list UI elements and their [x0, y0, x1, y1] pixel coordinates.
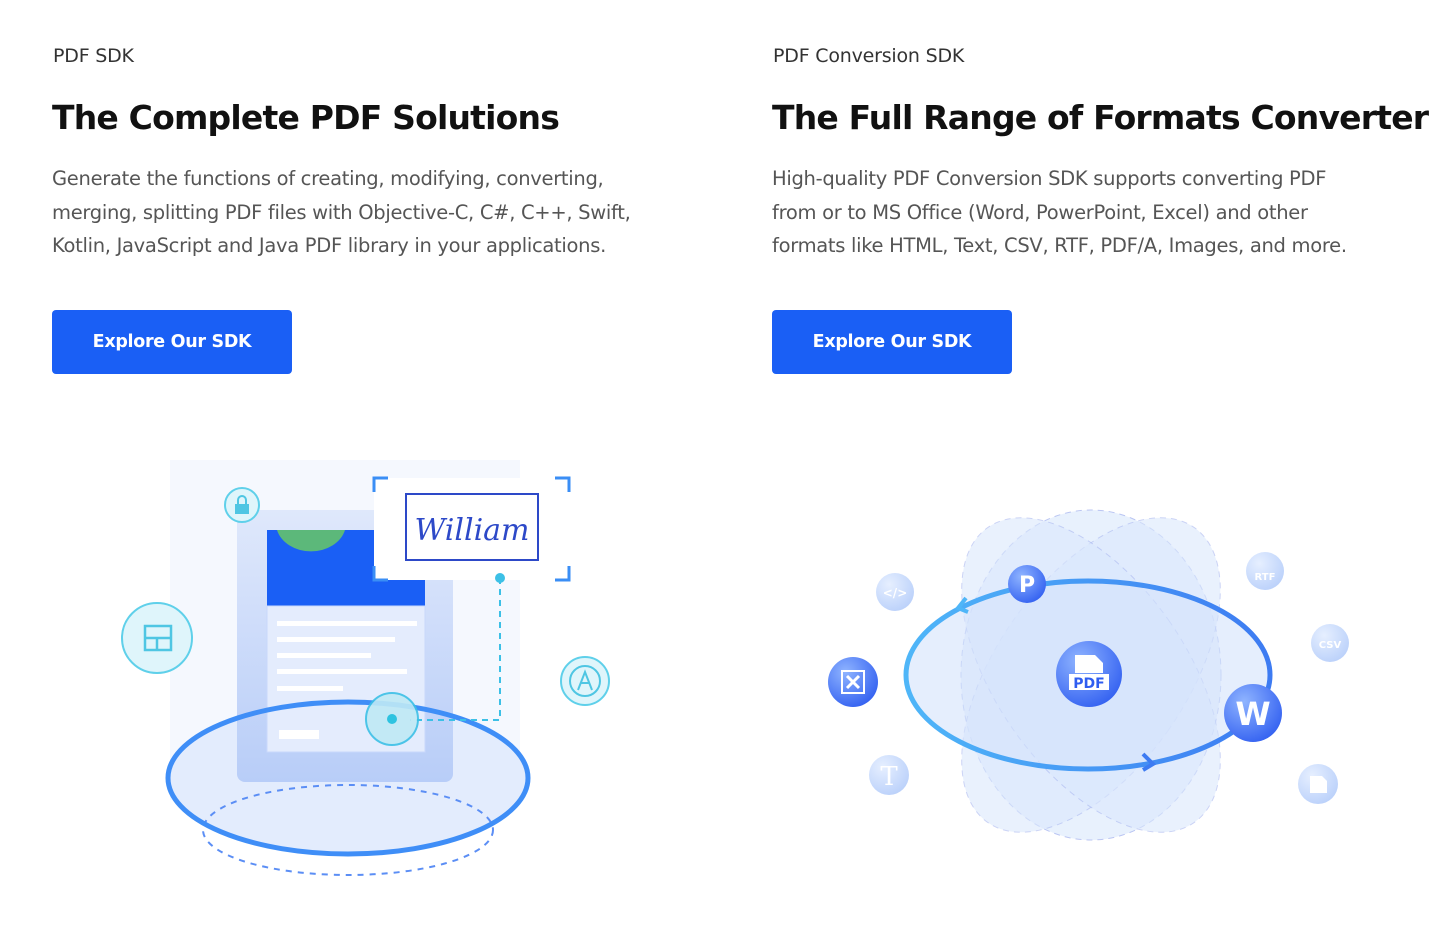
section-description: High-quality PDF Conversion SDK supports… [772, 167, 1347, 257]
svg-text:CSV: CSV [1319, 640, 1342, 651]
pdf-editing-illustration: William [121, 460, 610, 876]
section-eyebrow: PDF SDK [53, 45, 134, 67]
svg-text:</>: </> [883, 586, 908, 600]
svg-text:RTF: RTF [1255, 572, 1276, 583]
signature-text: William [414, 513, 529, 548]
svg-text:T: T [880, 762, 898, 792]
annotation-icon [560, 656, 610, 706]
image-file-icon [1298, 764, 1338, 804]
layout-icon [121, 602, 193, 674]
section-title: The Complete PDF Solutions [52, 98, 560, 137]
excel-icon [828, 657, 878, 707]
powerpoint-icon: P [1008, 565, 1046, 603]
rtf-icon: RTF [1246, 552, 1284, 590]
section-title: The Full Range of Formats Converter [772, 98, 1429, 137]
explore-conversion-sdk-button[interactable]: Explore Our SDK [772, 310, 1012, 374]
format-conversion-illustration: PDF P W </> T RTF CSV [828, 509, 1349, 841]
lock-icon [224, 487, 260, 523]
word-icon: W [1224, 684, 1282, 742]
explore-sdk-button[interactable]: Explore Our SDK [52, 310, 292, 374]
svg-text:P: P [1019, 573, 1035, 598]
html-icon: </> [876, 573, 914, 611]
csv-icon: CSV [1311, 624, 1349, 662]
section-eyebrow: PDF Conversion SDK [773, 45, 965, 67]
svg-text:W: W [1235, 695, 1270, 733]
text-icon: T [869, 755, 909, 795]
pdf-label: PDF [1073, 676, 1104, 692]
section-description: Generate the functions of creating, modi… [52, 167, 631, 257]
